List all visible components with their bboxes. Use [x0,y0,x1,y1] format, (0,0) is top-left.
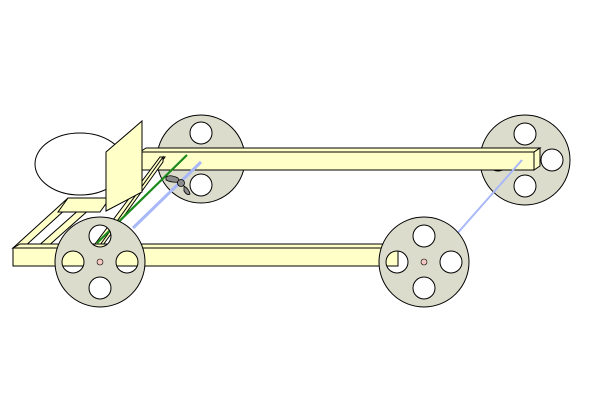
wingnut-icon [165,175,191,195]
wheel-front-left-axle [96,258,104,266]
blue-string-right [454,159,523,237]
blue-string-left [131,160,203,230]
rear-beam-top [138,147,542,153]
wheel-front-right-axle [420,258,428,266]
rear-beam-front [139,151,535,171]
rear-beam [138,147,542,171]
rear-beam-end [533,147,541,171]
front-wheels [54,216,470,308]
seat-back-panel [105,119,143,212]
